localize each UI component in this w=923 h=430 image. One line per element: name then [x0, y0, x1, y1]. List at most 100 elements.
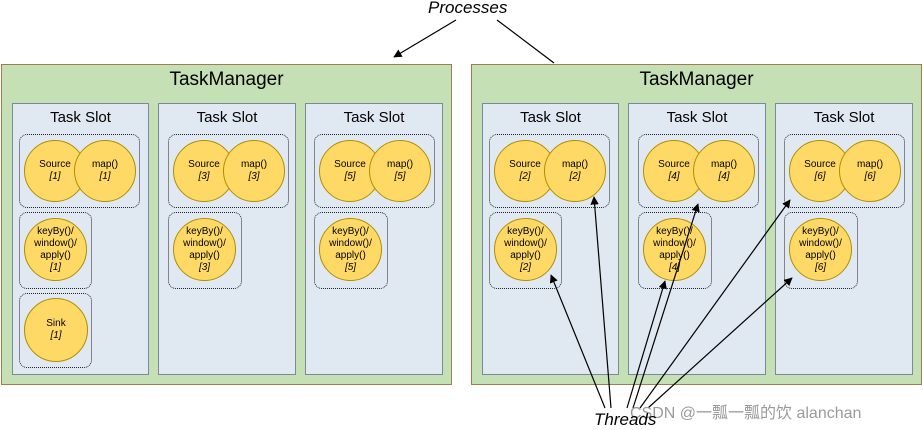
operator-index: [4] [718, 171, 730, 182]
threads-label: Threads [594, 410, 657, 429]
window-operator-group [168, 212, 242, 289]
source-map-chain [19, 134, 140, 208]
operator-index: [1] [49, 171, 61, 182]
operator-index: [6] [814, 261, 827, 273]
task-slot-title: Task Slot [520, 109, 581, 126]
operator-index: [1] [99, 171, 111, 182]
operator-name: Source [509, 159, 541, 170]
operator-index: [4] [668, 171, 680, 182]
operator-line: window()/ [799, 237, 842, 249]
operator-name: map() [91, 159, 119, 170]
operator-line: window()/ [653, 237, 696, 249]
operator-line: keyBy()/ [332, 225, 369, 237]
operator-name: map() [856, 159, 884, 170]
operator-line: apply() [189, 249, 220, 261]
operator-line: keyBy()/ [37, 225, 74, 237]
operator-name: Source [334, 159, 366, 170]
process-connector [496, 19, 555, 64]
keyby-window-apply-operator: keyBy()/ window()/ apply() [6] [789, 218, 852, 281]
task-slot-title: Task Slot [196, 109, 258, 126]
operator-name: map() [710, 159, 738, 170]
task-slot-title: Task Slot [813, 109, 875, 126]
operator-index: [2] [519, 261, 532, 273]
operator-index: [5] [394, 171, 406, 182]
task-manager-title: TaskManager [639, 69, 754, 90]
operator-line: apply() [805, 249, 836, 261]
process-arrow [393, 19, 457, 58]
operator-line: window()/ [34, 237, 77, 249]
source-operator: Source [5] [319, 140, 381, 202]
window-operator-group [489, 212, 562, 289]
operator-line: keyBy()/ [186, 225, 223, 237]
processes-label: Processes [428, 0, 508, 17]
map-operator: map() [1] [74, 140, 136, 202]
source-map-chain [784, 134, 905, 208]
task-slot-title: Task Slot [666, 109, 728, 126]
operator-name: Source [188, 159, 220, 170]
operator-index: [1] [49, 261, 62, 273]
operator-index: [1] [50, 330, 62, 341]
keyby-window-apply-operator: keyBy()/ window()/ apply() [2] [494, 218, 557, 281]
task-slot-title: Task Slot [343, 109, 405, 126]
operator-index: [4] [668, 261, 681, 273]
thread-arrow [590, 196, 612, 409]
keyby-window-apply-operator: keyBy()/ window()/ apply() [5] [319, 218, 382, 281]
task-slot: Task Slot Source [2] map() [2] keyBy()/ … [482, 103, 619, 375]
operator-line: keyBy()/ [656, 225, 693, 237]
watermark-text: CSDN @一瓢一瓢的饮 alanchan [630, 405, 862, 422]
source-map-chain [168, 134, 289, 208]
operator-index: [5] [344, 171, 356, 182]
operator-line: window()/ [504, 237, 547, 249]
operator-index: [3] [198, 171, 210, 182]
sink-operator: Sink [1] [24, 298, 88, 362]
window-operator-group [314, 212, 388, 289]
keyby-window-apply-operator: keyBy()/ window()/ apply() [3] [173, 218, 236, 281]
operator-name: map() [386, 159, 414, 170]
operator-name: map() [240, 159, 268, 170]
operator-line: window()/ [183, 237, 226, 249]
operator-line: apply() [659, 249, 690, 261]
operator-name: Source [39, 159, 71, 170]
operator-index: [2] [519, 171, 531, 182]
source-map-chain [489, 134, 610, 208]
operator-line: keyBy()/ [802, 225, 839, 237]
task-slot: Task Slot Source [3] map() [3] keyBy()/ … [158, 103, 296, 375]
source-map-chain [314, 134, 435, 208]
thread-arrow [639, 199, 791, 409]
operator-name: map() [561, 159, 589, 170]
thread-arrow [549, 274, 606, 409]
task-manager-1: TaskManager Task Slot Source [1] map() [… [1, 64, 452, 385]
task-manager-title: TaskManager [169, 69, 284, 90]
operator-line: keyBy()/ [507, 225, 544, 237]
task-slot-title: Task Slot [50, 109, 111, 126]
task-slot: Task Slot Source [6] map() [6] keyBy()/ … [775, 103, 913, 375]
source-operator: Source [1] [24, 140, 86, 202]
map-operator: map() [3] [223, 140, 285, 202]
thread-arrow [632, 203, 700, 409]
task-slot: Task Slot Source [1] map() [1] keyBy()/ … [12, 103, 149, 375]
window-operator-group [784, 212, 858, 289]
thread-arrow [647, 277, 793, 409]
operator-index: [2] [569, 171, 581, 182]
operator-line: apply() [335, 249, 366, 261]
operator-index: [3] [198, 261, 211, 273]
operator-name: Source [804, 159, 836, 170]
operator-name: Sink [46, 318, 66, 329]
window-operator-group [638, 212, 712, 289]
map-operator: map() [2] [544, 140, 606, 202]
map-operator: map() [5] [369, 140, 431, 202]
operator-index: [5] [344, 261, 357, 273]
operator-line: apply() [40, 249, 71, 261]
task-slot: Task Slot Source [5] map() [5] keyBy()/ … [305, 103, 443, 375]
task-manager-2: TaskManager Task Slot Source [2] map() [… [471, 64, 922, 385]
map-operator: map() [6] [839, 140, 901, 202]
operator-line: window()/ [329, 237, 372, 249]
operator-index: [3] [248, 171, 260, 182]
operator-index: [6] [864, 171, 876, 182]
thread-arrow [626, 280, 667, 409]
window-operator-group [19, 212, 92, 289]
sink-operator-group [19, 293, 92, 368]
operator-index: [6] [814, 171, 826, 182]
map-operator: map() [4] [693, 140, 755, 202]
